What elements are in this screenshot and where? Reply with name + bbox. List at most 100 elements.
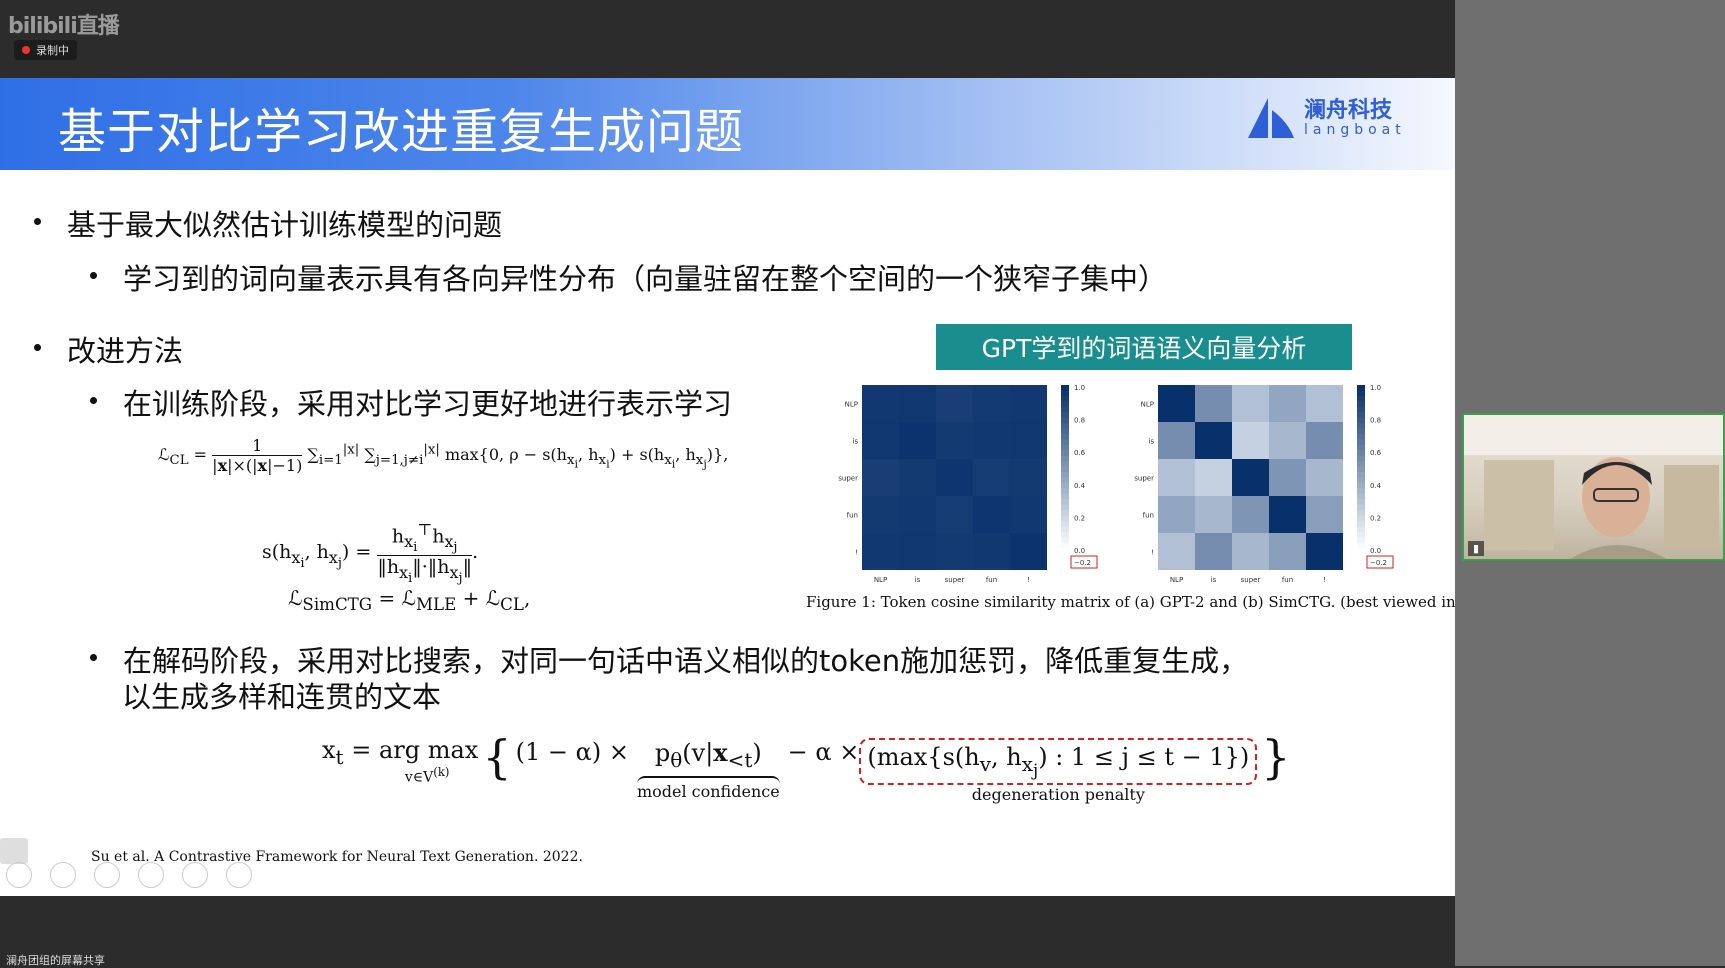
- colorbar-tick-label: 0.6: [1370, 449, 1382, 457]
- colorbar-segment: [1357, 482, 1365, 489]
- heatmap-cell: [1269, 459, 1306, 496]
- colorbar-segment: [1061, 488, 1069, 495]
- colorbar-segment: [1061, 423, 1069, 429]
- heatmap-cell: [1232, 422, 1269, 459]
- next-slide-icon[interactable]: [50, 862, 76, 888]
- colorbar-segment: [1061, 417, 1069, 424]
- heatmap-cell: [1306, 385, 1343, 422]
- bullet-text: 学习到的词向量表示具有各向异性分布（向量驻留在整个空间的一个狭窄子集中）: [123, 262, 1168, 296]
- bullet-2-2-cont: 以生成多样和连贯的文本: [122, 674, 441, 716]
- y-tick-label: super: [838, 475, 858, 483]
- heatmap-cell: [862, 459, 899, 496]
- y-tick-label: super: [1134, 475, 1154, 483]
- slide-title: 基于对比学习改进重复生成问题: [58, 104, 745, 160]
- colorbar-segment: [1357, 520, 1365, 527]
- heatmap-cell: [1158, 533, 1195, 570]
- colorbar-segment: [1357, 433, 1365, 440]
- speaker-video-frame: [1464, 415, 1723, 559]
- bullet-1-1: 学习到的词向量表示具有各向异性分布（向量驻留在整个空间的一个狭窄子集中）: [90, 256, 1167, 298]
- colorbar-tick-label: 0.8: [1370, 417, 1381, 425]
- formula-cosine-similarity: s(hxi, hxj) = hxi⊤hxj‖hxi‖·‖hxj‖.: [262, 520, 479, 587]
- pen-icon[interactable]: [94, 862, 120, 888]
- heatmap-b-panel: NLPissuperfun!NLPissuperfun!(b)1.00.80.6…: [1128, 380, 1418, 600]
- formula-contrastive-loss: ℒCL = 1|x|×(|x|−1) ∑i=1|x| ∑j=1,j≠i|x| m…: [158, 436, 729, 475]
- heatmap-cell: [1010, 385, 1047, 422]
- y-tick-label: !: [1151, 549, 1154, 557]
- x-tick-label: NLP: [874, 576, 887, 584]
- colorbar-segment: [1061, 428, 1069, 435]
- heatmap-cell: [1158, 459, 1195, 496]
- recording-indicator: 录制中: [14, 40, 77, 60]
- colorbar-segment: [1061, 515, 1069, 522]
- heatmap-cell: [936, 496, 973, 533]
- heatmap-a: NLPissuperfun!NLPissuperfun!(a)1.00.80.6…: [838, 384, 1098, 600]
- colorbar-tick-label: 0.6: [1074, 449, 1086, 457]
- heatmap-cell: [1195, 533, 1232, 570]
- outline-list-button[interactable]: [0, 838, 28, 864]
- heatmap-cell: [1232, 385, 1269, 422]
- bullet-dot: [90, 272, 97, 279]
- colorbar-segment: [1061, 444, 1069, 451]
- bullet-2-1: 在训练阶段，采用对比学习更好地进行表示学习: [90, 381, 732, 423]
- colorbar-segment: [1061, 395, 1069, 402]
- bullet-dot: [90, 397, 97, 404]
- brand-logo: 澜舟科技 langboat: [1244, 96, 1406, 140]
- stream-bottom-bar: [0, 896, 1455, 966]
- y-tick-label: is: [1148, 438, 1154, 446]
- previous-slide-icon[interactable]: [6, 862, 32, 888]
- colorbar-tick-label: 0.0: [1074, 547, 1085, 555]
- colorbar-segment: [1061, 433, 1069, 440]
- x-tick-label: super: [945, 576, 965, 584]
- colorbar-tick-label: 0.4: [1074, 482, 1086, 490]
- colorbar-segment: [1061, 461, 1069, 467]
- zoom-icon[interactable]: [182, 862, 208, 888]
- colorbar-segment: [1061, 466, 1069, 473]
- colorbar-segment: [1061, 385, 1069, 391]
- colorbar-segment: [1357, 444, 1365, 451]
- y-tick-label: NLP: [1141, 401, 1154, 409]
- bullet-2: 改进方法: [34, 328, 183, 370]
- colorbar-tick-label: 0.8: [1074, 417, 1085, 425]
- title-band: 基于对比学习改进重复生成问题 澜舟科技 langboat: [0, 78, 1455, 170]
- figure-caption: Figure 1: Token cosine similarity matrix…: [806, 593, 1455, 611]
- colorbar-tick-label: 1.0: [1074, 384, 1085, 392]
- heatmap-cell: [973, 459, 1010, 496]
- heatmap-cell: [973, 533, 1010, 570]
- colorbar-segment: [1061, 499, 1069, 506]
- bullet-text: 改进方法: [67, 334, 184, 368]
- chart-caption-chip: GPT学到的词语语义向量分析: [936, 324, 1352, 370]
- colorbar-segment: [1061, 537, 1069, 544]
- colorbar-segment: [1357, 428, 1365, 435]
- heatmap-cell: [936, 533, 973, 570]
- colorbar-segment: [1061, 439, 1069, 446]
- colorbar-segment: [1357, 412, 1365, 419]
- heatmap-cell: [1010, 422, 1047, 459]
- x-tick-label: !: [1027, 576, 1030, 584]
- colorbar-segment: [1357, 537, 1365, 544]
- colorbar-segment: [1357, 504, 1365, 511]
- recording-label: 录制中: [36, 44, 69, 57]
- colorbar-highlight-box: [1366, 555, 1394, 569]
- webcam-video[interactable]: ▮: [1462, 413, 1725, 561]
- heatmap-cell: [862, 533, 899, 570]
- colorbar-segment: [1357, 395, 1365, 402]
- heatmap-cell: [973, 422, 1010, 459]
- colorbar-segment: [1061, 504, 1069, 511]
- bullet-text: 以生成多样和连贯的文本: [122, 680, 442, 714]
- colorbar-segment: [1357, 455, 1365, 462]
- heatmap-cell: [1195, 496, 1232, 533]
- heatmap-cell: [1158, 422, 1195, 459]
- heatmap-cell: [1232, 533, 1269, 570]
- heatmap-cell: [862, 496, 899, 533]
- colorbar-segment: [1357, 466, 1365, 473]
- heatmap-cell: [899, 533, 936, 570]
- x-tick-label: NLP: [1170, 576, 1183, 584]
- colorbar-segment: [1061, 509, 1069, 516]
- heatmap-cell: [1269, 422, 1306, 459]
- bullet-dot: [34, 218, 41, 225]
- more-icon[interactable]: [226, 862, 252, 888]
- copy-icon[interactable]: [138, 862, 164, 888]
- y-tick-label: NLP: [845, 401, 858, 409]
- colorbar-tick-label: 0.0: [1370, 547, 1381, 555]
- colorbar-segment: [1357, 488, 1365, 495]
